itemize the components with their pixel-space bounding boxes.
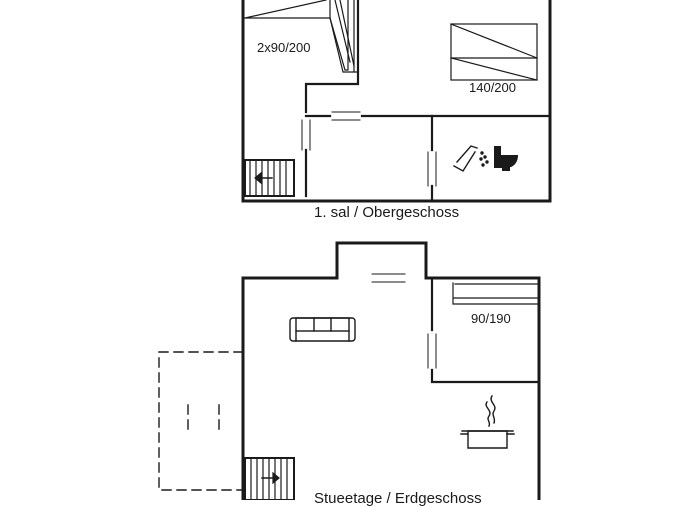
shower-icon xyxy=(453,145,489,172)
ground-outer-wall xyxy=(241,241,541,500)
upper-floor xyxy=(241,0,552,203)
upper-floor-caption: 1. sal / Obergeschoss xyxy=(314,204,460,221)
bed-90-190 xyxy=(452,282,540,305)
bed-size-label: 90/190 xyxy=(471,311,511,326)
bed-140-200 xyxy=(450,23,538,81)
toilet-icon xyxy=(494,146,518,171)
ground-floor xyxy=(158,241,541,500)
cooking-pot-icon xyxy=(460,395,515,449)
ground-floor-caption: Stueetage / Erdgeschoss xyxy=(314,490,482,507)
sofa-icon xyxy=(289,317,356,342)
ground-bedroom-wall xyxy=(430,276,541,384)
bed-size-label: 2x90/200 xyxy=(257,40,311,55)
stairs-icon xyxy=(244,159,295,197)
terrace-outline xyxy=(158,351,244,491)
stairs-icon xyxy=(244,457,295,500)
upper-partition-wall xyxy=(304,0,360,198)
upper-outer-wall xyxy=(241,0,552,203)
bed-2x90-200 xyxy=(244,0,359,73)
bed-size-label: 140/200 xyxy=(469,80,516,95)
